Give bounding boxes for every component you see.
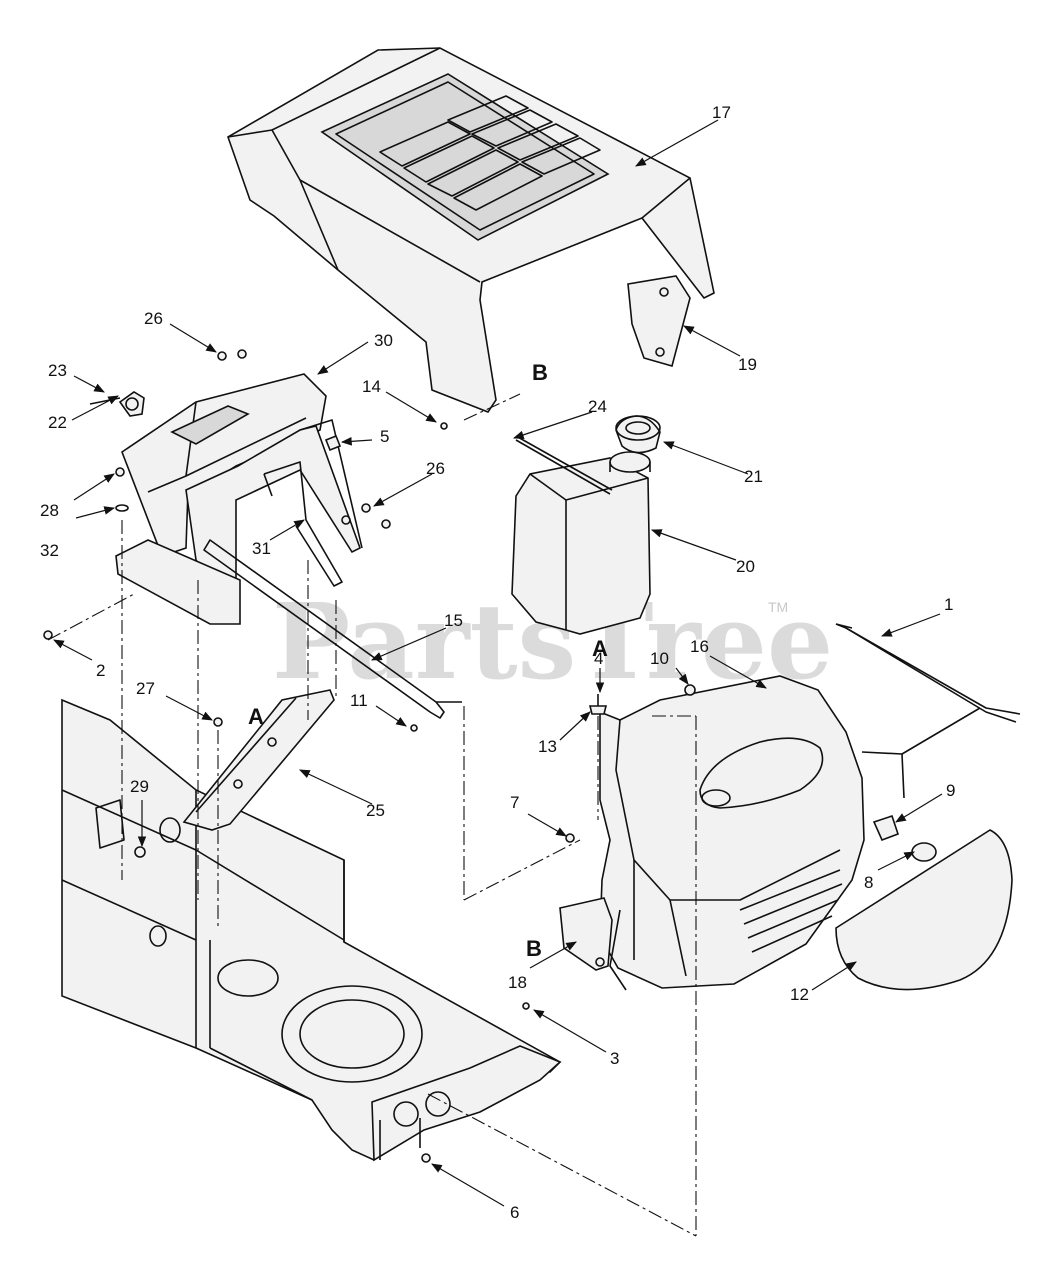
callout-14: 14 — [362, 377, 381, 396]
fuel-cap — [615, 415, 661, 454]
callout-19: 19 — [738, 355, 757, 374]
fuel-line — [515, 435, 613, 495]
callout-11: 11 — [350, 691, 368, 710]
callout-30: 30 — [374, 331, 393, 350]
reference-a-1: A — [248, 704, 264, 729]
callout-13: 13 — [538, 737, 557, 756]
callout-28: 28 — [40, 501, 59, 520]
callout-18: 18 — [508, 973, 527, 992]
callout-32: 32 — [40, 541, 59, 560]
reference-b-2: B — [526, 936, 542, 961]
callout-22: 22 — [48, 413, 67, 432]
callout-2: 2 — [96, 661, 105, 680]
callout-6: 6 — [510, 1203, 519, 1222]
callout-4: 4 — [594, 649, 603, 668]
callout-8: 8 — [864, 873, 873, 892]
leader-lines — [53, 119, 943, 1207]
alignment-lines — [47, 393, 697, 1237]
callout-3: 3 — [610, 1049, 619, 1068]
watermark-trademark: TM — [768, 599, 788, 615]
dash-support — [263, 461, 343, 587]
callout-21: 21 — [744, 467, 763, 486]
front-grille — [599, 675, 865, 991]
callout-9: 9 — [946, 781, 955, 800]
tractor-frame — [61, 698, 562, 1162]
support-rod — [203, 539, 462, 719]
reference-a-2: A — [592, 636, 608, 661]
callout-labels: 1 2 3 4 5 6 7 8 9 10 11 12 13 14 15 16 1… — [40, 103, 955, 1222]
headlight-lens — [835, 829, 1013, 991]
callout-17: 17 — [712, 103, 731, 122]
reference-b-1: B — [532, 360, 548, 385]
hood — [227, 47, 715, 413]
callout-26a: 26 — [144, 309, 163, 328]
frame-upper-plate — [115, 539, 241, 625]
callout-29: 29 — [130, 777, 149, 796]
callout-31: 31 — [252, 539, 271, 558]
hood-bracket — [627, 275, 691, 367]
callout-20: 20 — [736, 557, 755, 576]
callout-1: 1 — [944, 595, 953, 614]
callout-24: 24 — [588, 397, 607, 416]
wire-harness — [835, 623, 1021, 799]
reference-letters: A A B B — [248, 360, 608, 961]
hardware — [43, 349, 696, 1163]
callout-5: 5 — [380, 427, 389, 446]
callout-15: 15 — [444, 611, 463, 630]
callout-23: 23 — [48, 361, 67, 380]
callout-16: 16 — [690, 637, 709, 656]
callout-26b: 26 — [426, 459, 445, 478]
callout-27: 27 — [136, 679, 155, 698]
callout-10: 10 — [650, 649, 669, 668]
mounting-bracket — [182, 689, 335, 831]
callout-7: 7 — [510, 793, 519, 812]
callout-12: 12 — [790, 985, 809, 1004]
callout-25: 25 — [366, 801, 385, 820]
fuel-tank — [511, 451, 651, 635]
grille-bracket — [559, 897, 613, 971]
light-socket — [872, 814, 937, 862]
